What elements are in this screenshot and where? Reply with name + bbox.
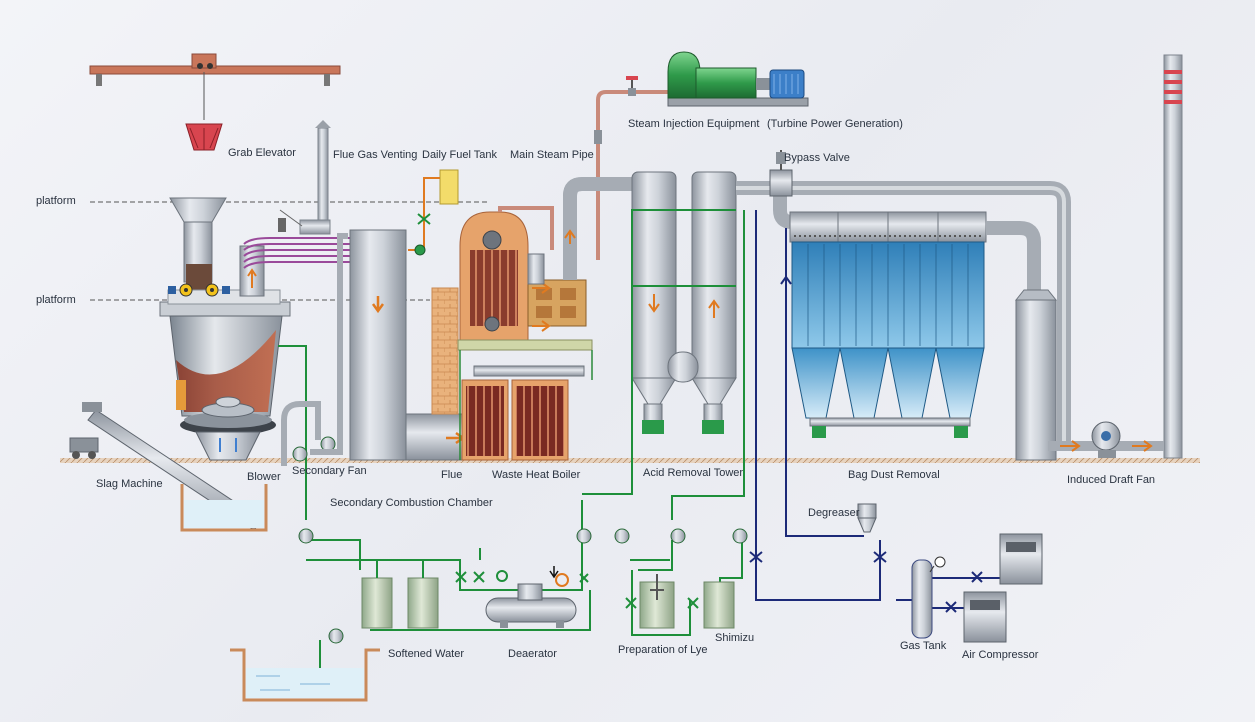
- waste-heat-boiler: [457, 211, 593, 461]
- steam-valve: [594, 76, 638, 144]
- label-bypass-valve: Bypass Valve: [784, 152, 850, 164]
- label-shimizu: Shimizu: [715, 632, 755, 644]
- brick-wall: [431, 287, 459, 415]
- label-air-compressor: Air Compressor: [962, 649, 1039, 661]
- secondary-combustion-chamber: [349, 229, 407, 461]
- label-preparation-of-lye: Preparation of Lye: [618, 644, 708, 656]
- degreaser: [857, 503, 877, 533]
- steam-turbine: [667, 51, 809, 107]
- induced-draft-column: [1014, 289, 1058, 461]
- duct-to-fan-column: [986, 221, 1041, 300]
- label-main-steam-pipe: Main Steam Pipe: [510, 149, 594, 161]
- pump-group: [292, 436, 748, 644]
- main-steam-pipe: [498, 90, 668, 260]
- gas-tank: [911, 556, 946, 639]
- flue-gas-venting-pipe: [278, 120, 331, 235]
- label-secondary-fan: Secondary Fan: [292, 465, 367, 477]
- label-steam-injection-equipment: Steam Injection Equipment: [628, 118, 760, 130]
- daily-fuel-tank: [408, 169, 459, 256]
- flue-to-acid-tower-pipe: [563, 177, 632, 280]
- label-induced-draft-fan: Induced Draft Fan: [1067, 474, 1156, 486]
- label-slag-machine: Slag Machine: [96, 478, 163, 490]
- label-blower: Blower: [247, 471, 281, 483]
- label-grab-elevator: Grab Elevator: [228, 147, 296, 159]
- flue-gas-duct: [239, 237, 350, 297]
- bypass-valve: [769, 150, 793, 197]
- label-flue-gas-venting: Flue Gas Venting: [333, 149, 418, 161]
- incinerator: [159, 283, 291, 461]
- label-platform-upper: platform: [36, 195, 76, 207]
- slag-machine: [69, 402, 268, 532]
- label-softened-water: Softened Water: [388, 648, 465, 660]
- secondary-fan: [281, 233, 348, 466]
- label-bag-dust-removal: Bag Dust Removal: [848, 469, 940, 481]
- air-compressor: [963, 533, 1043, 643]
- acid-removal-tower: [631, 171, 737, 434]
- flue-duct-upper: [563, 177, 632, 280]
- grab-elevator: [89, 53, 341, 151]
- ground-line: [60, 458, 1200, 463]
- water-pool: [230, 648, 380, 702]
- softened-water-tanks: [361, 560, 439, 629]
- label-daily-fuel-tank: Daily Fuel Tank: [422, 149, 497, 161]
- deaerator: [485, 566, 577, 628]
- label-platform-lower: platform: [36, 294, 76, 306]
- label-turbine-power-generation: (Turbine Power Generation): [767, 118, 903, 130]
- induced-draft-fan: [1048, 421, 1164, 458]
- label-flue: Flue: [441, 469, 463, 481]
- lye-preparation-tank: [639, 574, 735, 629]
- gas-valves: [749, 275, 983, 613]
- chimney: [1163, 54, 1183, 459]
- label-acid-removal-tower: Acid Removal Tower: [643, 467, 744, 479]
- label-gas-tank: Gas Tank: [900, 640, 947, 652]
- flow-arrow: [564, 229, 576, 244]
- label-degreaser: Degreaser: [808, 507, 860, 519]
- compressed-air-pipeline: [755, 210, 1000, 609]
- feed-hopper: [169, 197, 227, 294]
- flue-duct-top-highlight: [736, 186, 1066, 446]
- label-waste-heat-boiler: Waste Heat Boiler: [492, 469, 581, 481]
- bag-dust-filter: [789, 211, 1011, 438]
- label-deaerator: Deaerator: [508, 648, 557, 660]
- label-secondary-combustion-chamber: Secondary Combustion Chamber: [330, 497, 493, 509]
